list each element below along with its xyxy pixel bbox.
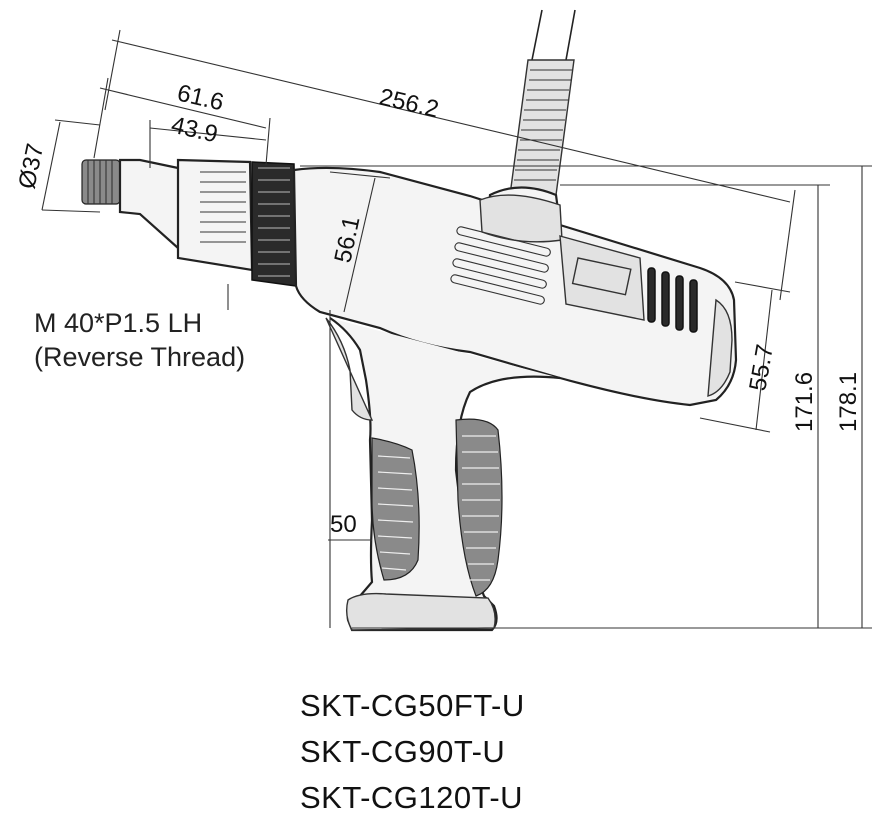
- height-to-top-label: 171.6: [791, 372, 818, 432]
- nose-length-label: 43.9: [169, 112, 221, 149]
- model-name-2: SKT-CG90T-U: [300, 734, 505, 769]
- overall-length-label: 256.2: [377, 84, 442, 124]
- vent-slots: [450, 226, 551, 305]
- thread-spec: M 40*P1.5 LH: [34, 308, 202, 338]
- clutch-sleeve: [176, 158, 254, 272]
- rear-vents: [647, 267, 698, 333]
- tool-outline: [81, 158, 738, 632]
- model-name-1: SKT-CG50FT-U: [300, 688, 525, 723]
- knurled-ring: [251, 161, 297, 287]
- model-name-3: SKT-CG120T-U: [300, 780, 523, 815]
- front-length-label: 61.6: [175, 80, 227, 117]
- dimension-lines: [41, 29, 872, 629]
- overall-height-label: 178.1: [835, 372, 862, 432]
- main-housing: [292, 166, 738, 407]
- front-grip-pad: [371, 437, 420, 581]
- thread-direction: (Reverse Thread): [34, 342, 245, 372]
- diameter-label: Ø37: [13, 141, 49, 191]
- handle-base: [345, 592, 496, 631]
- grip-width-label: 50: [330, 511, 357, 538]
- rear-grip-pad: [455, 418, 503, 597]
- rear-height-label: 55.7: [744, 342, 779, 393]
